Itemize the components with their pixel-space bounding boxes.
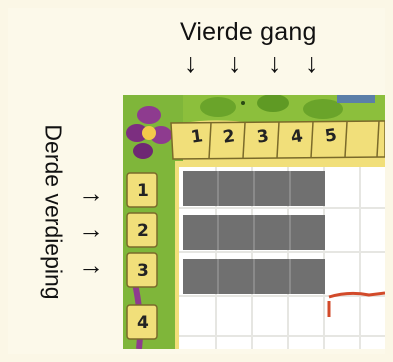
arrow-down-icon: ↓ bbox=[268, 48, 282, 78]
arrow-down-icon: ↓ bbox=[228, 48, 242, 78]
highlighted-row bbox=[183, 171, 325, 206]
column-label: Vierde gang bbox=[180, 18, 317, 46]
track-line bbox=[327, 291, 385, 317]
arrow-right-icon: → bbox=[78, 178, 104, 208]
arrow-down-icon: ↓ bbox=[305, 48, 319, 78]
arrow-down-icon: ↓ bbox=[184, 48, 198, 78]
arrow-right-icon: → bbox=[78, 250, 104, 280]
flower-icon bbox=[126, 106, 172, 159]
board-grid bbox=[179, 167, 385, 349]
row-number: 2 bbox=[137, 221, 149, 241]
row-number: 3 bbox=[137, 261, 149, 281]
row-number: 4 bbox=[137, 313, 149, 333]
row-number: 1 bbox=[137, 181, 149, 201]
highlighted-row bbox=[183, 215, 325, 250]
highlighted-row bbox=[183, 259, 325, 294]
game-board: 1 2 3 4 5 1 2 3 4 bbox=[123, 95, 385, 349]
arrow-right-icon: → bbox=[78, 214, 104, 244]
row-label: Derde verdieping bbox=[40, 124, 67, 300]
column-number: 4 bbox=[289, 126, 305, 148]
